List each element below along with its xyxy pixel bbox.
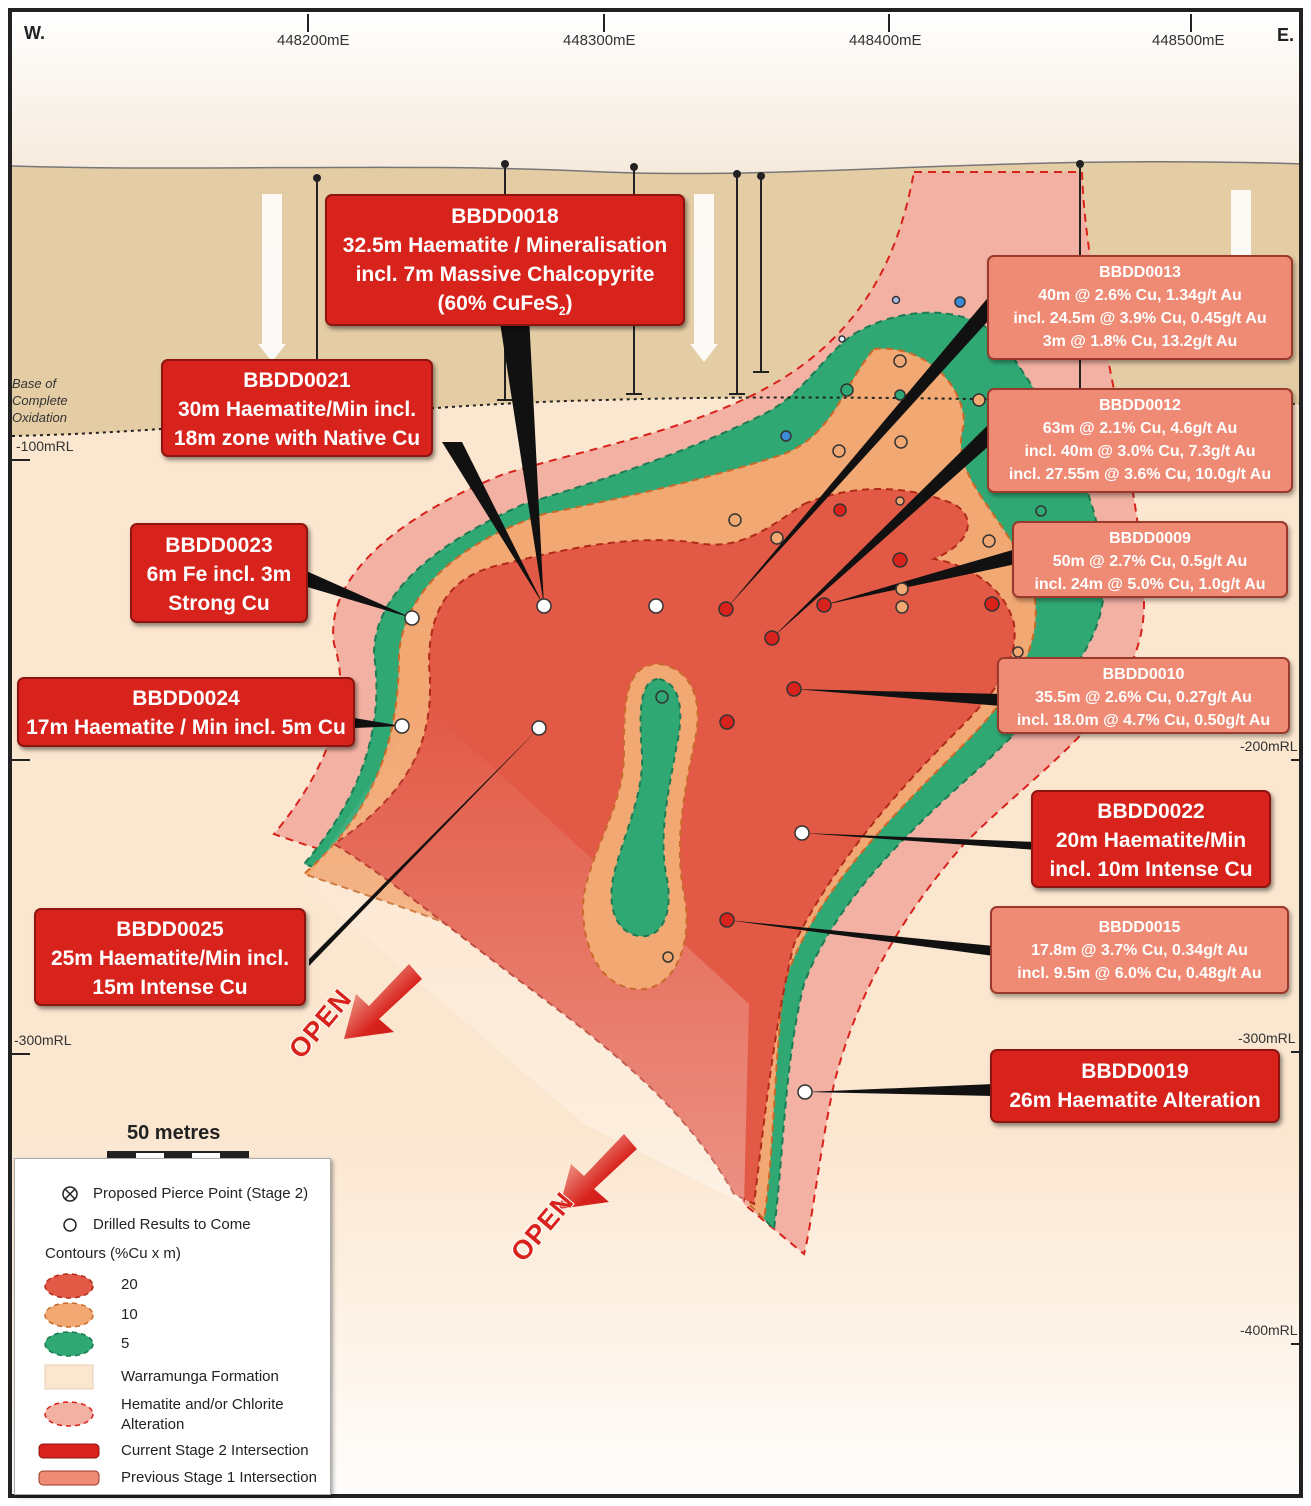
east-label: E. bbox=[1277, 25, 1294, 46]
callout-bbdd0023: BBDD0023 6m Fe incl. 3m Strong Cu bbox=[130, 523, 308, 623]
callout-bbdd0022: BBDD0022 20m Haematite/Min incl. 10m Int… bbox=[1031, 790, 1271, 888]
legend-previous: Previous Stage 1 Intersection bbox=[121, 1469, 317, 1486]
legend-pierce-point: Proposed Pierce Point (Stage 2) bbox=[93, 1185, 308, 1202]
legend: Proposed Pierce Point (Stage 2) Drilled … bbox=[14, 1158, 331, 1495]
west-label: W. bbox=[24, 23, 45, 44]
legend-contour-5: 5 bbox=[121, 1335, 129, 1352]
callout-bbdd0010: BBDD0010 35.5m @ 2.6% Cu, 0.27g/t Au inc… bbox=[997, 657, 1290, 734]
rl-label: -200mRL bbox=[1240, 738, 1298, 754]
legend-contour-20: 20 bbox=[121, 1276, 138, 1293]
legend-contour-10: 10 bbox=[121, 1306, 138, 1323]
easting-label: 448500mE bbox=[1152, 32, 1225, 49]
easting-label: 448200mE bbox=[277, 32, 350, 49]
legend-warramunga: Warramunga Formation bbox=[121, 1368, 279, 1385]
callout-bbdd0024: BBDD0024 17m Haematite / Min incl. 5m Cu bbox=[17, 677, 355, 747]
sky-band bbox=[12, 12, 1299, 172]
callout-bbdd0018: BBDD0018 32.5m Haematite / Mineralisatio… bbox=[325, 194, 685, 326]
rl-label: -100mRL bbox=[16, 438, 74, 454]
callout-bbdd0015: BBDD0015 17.8m @ 3.7% Cu, 0.34g/t Au inc… bbox=[990, 906, 1289, 994]
scale-bar-label: 50 metres bbox=[127, 1122, 220, 1145]
rl-label: -400mRL bbox=[1240, 1322, 1298, 1338]
easting-label: 448300mE bbox=[563, 32, 636, 49]
rl-label: -300mRL bbox=[14, 1032, 72, 1048]
callout-bbdd0019: BBDD0019 26m Haematite Alteration bbox=[990, 1049, 1280, 1123]
legend-contours-heading: Contours (%Cu x m) bbox=[45, 1245, 181, 1262]
callout-bbdd0012: BBDD0012 63m @ 2.1% Cu, 4.6g/t Au incl. … bbox=[987, 388, 1293, 493]
rl-label: -300mRL bbox=[1238, 1030, 1296, 1046]
callout-bbdd0021: BBDD0021 30m Haematite/Min incl. 18m zon… bbox=[161, 359, 433, 457]
easting-label: 448400mE bbox=[849, 32, 922, 49]
legend-current: Current Stage 2 Intersection bbox=[121, 1442, 309, 1459]
callout-bbdd0013: BBDD0013 40m @ 2.6% Cu, 1.34g/t Au incl.… bbox=[987, 255, 1293, 360]
callout-bbdd0025: BBDD0025 25m Haematite/Min incl. 15m Int… bbox=[34, 908, 306, 1006]
legend-drilled: Drilled Results to Come bbox=[93, 1216, 251, 1233]
callout-bbdd0009: BBDD0009 50m @ 2.7% Cu, 0.5g/t Au incl. … bbox=[1012, 521, 1288, 598]
